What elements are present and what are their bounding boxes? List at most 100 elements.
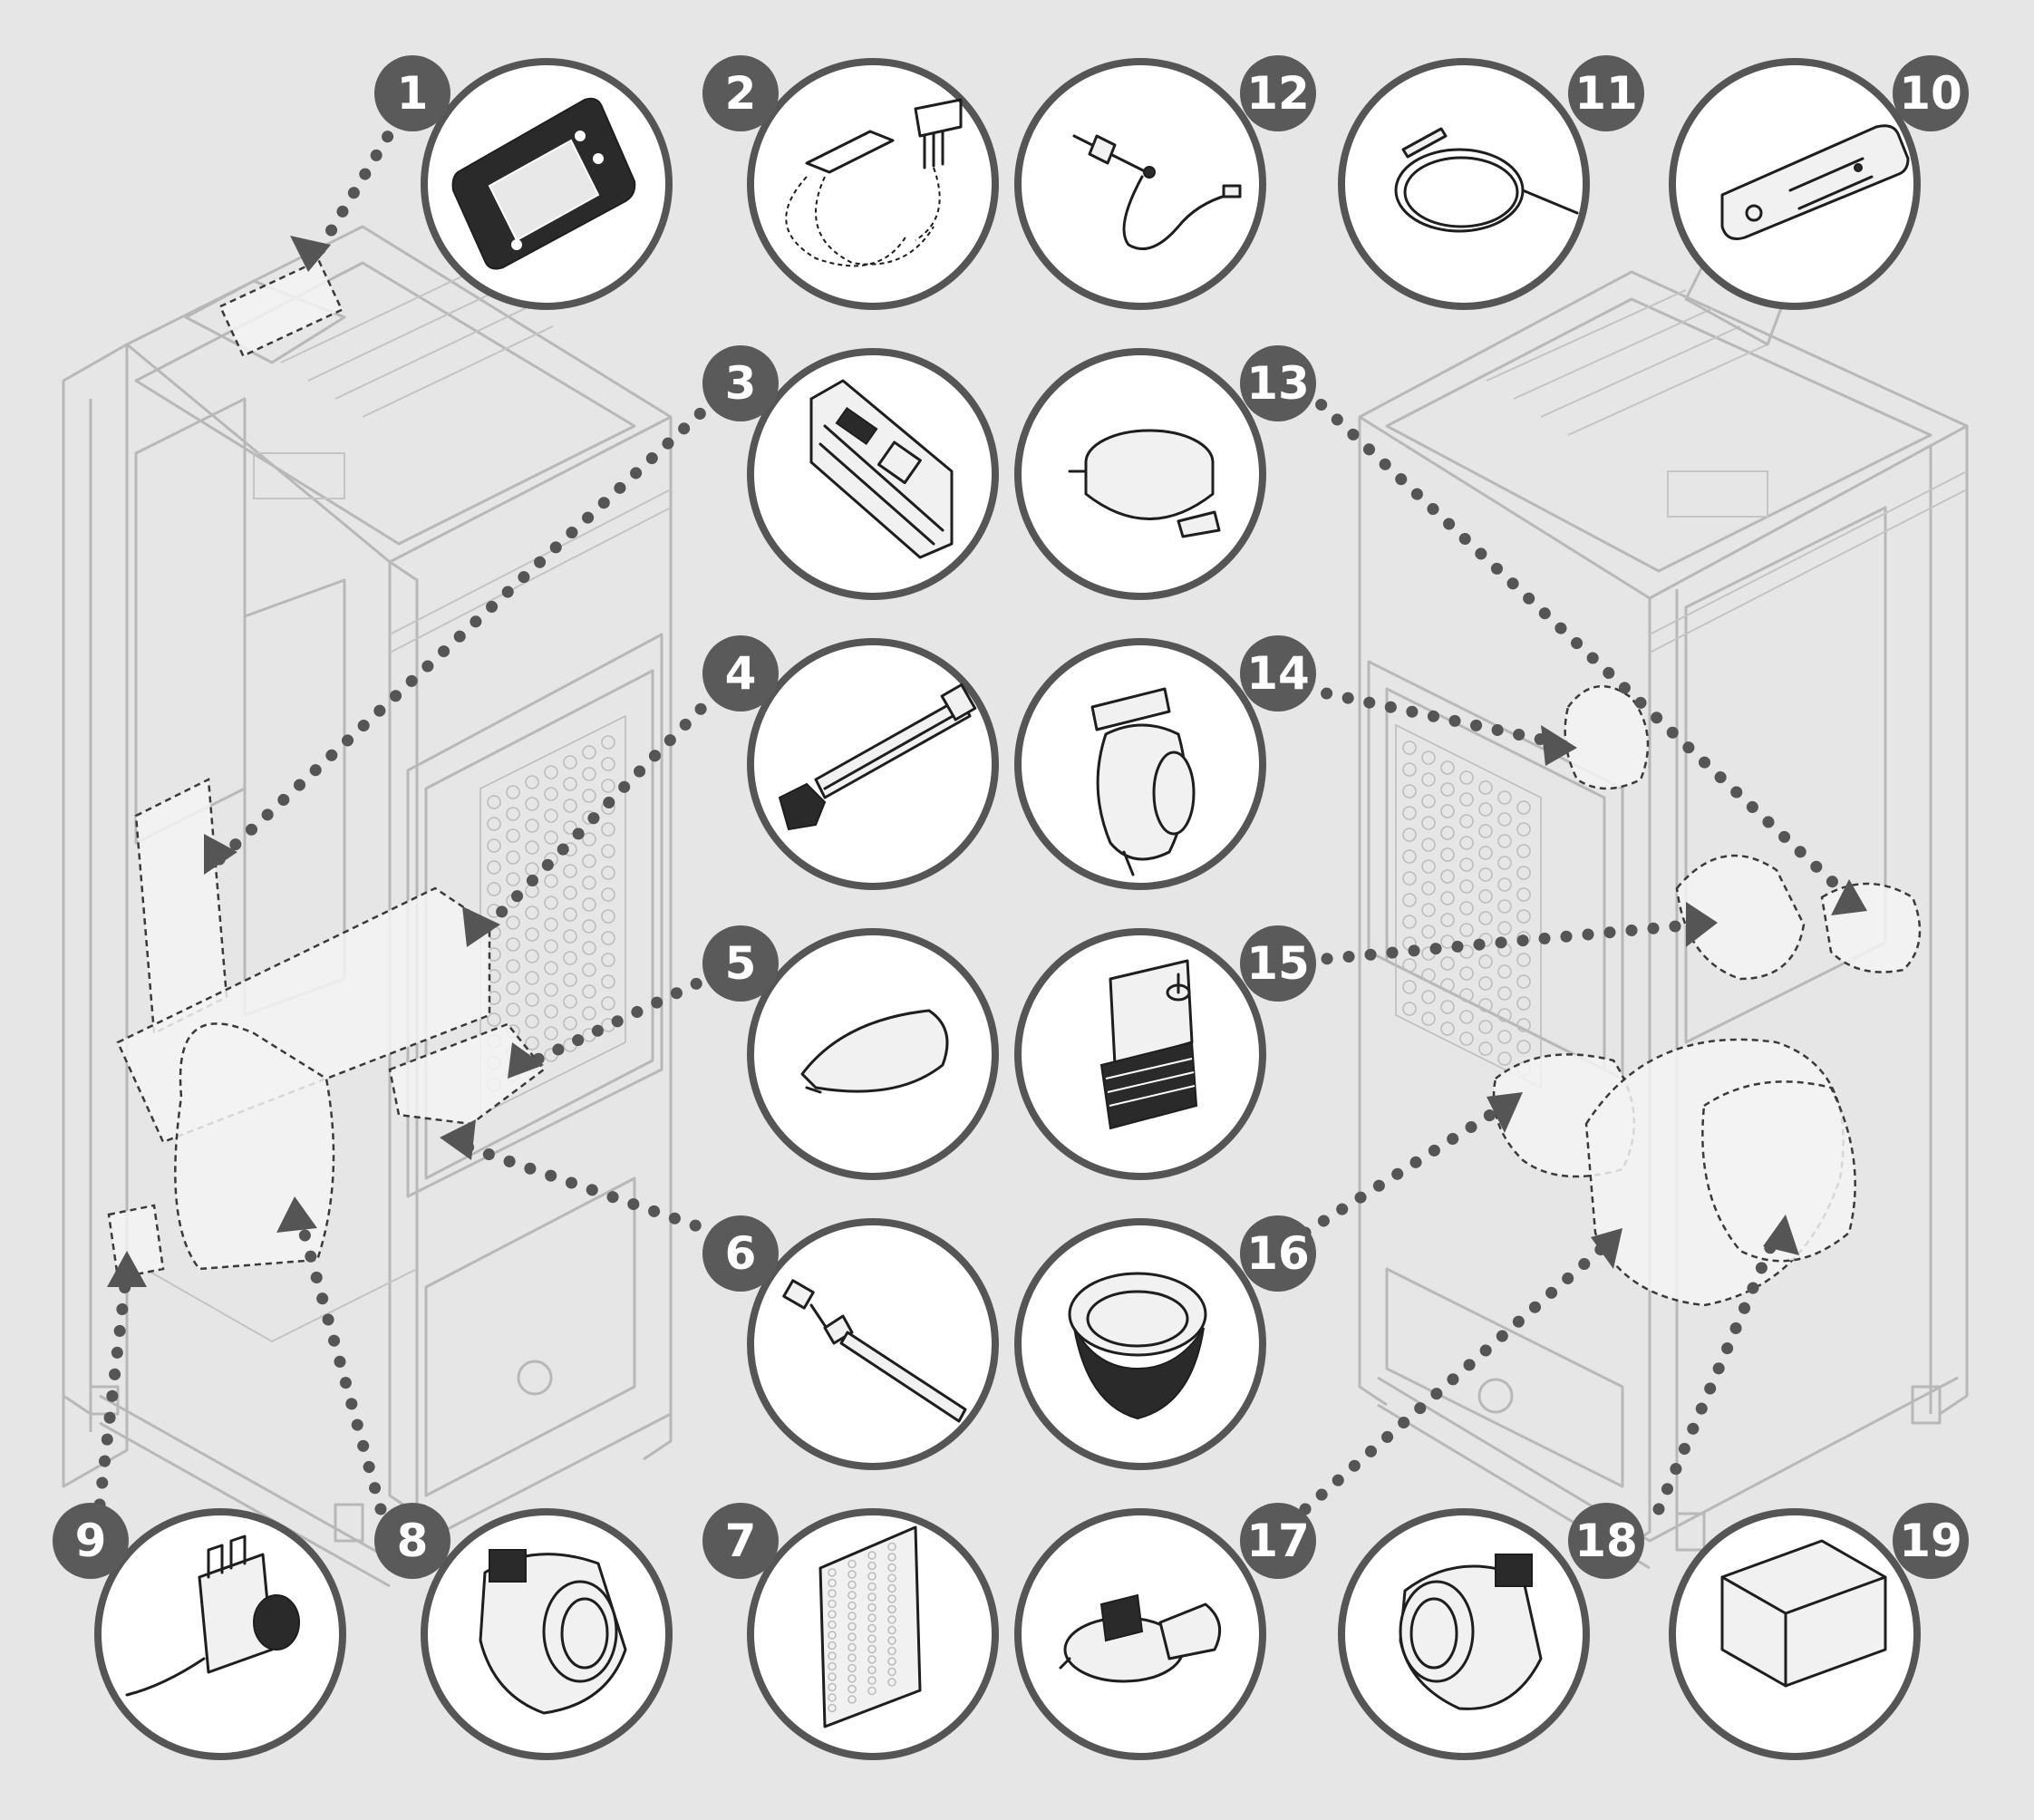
leader-9 (93, 1263, 133, 1511)
arrowhead-6 (440, 1119, 476, 1160)
perforation-hole (867, 1551, 877, 1560)
perforation-hole (544, 808, 558, 823)
perforation-hole (1440, 978, 1455, 992)
callout-11 (1338, 58, 1590, 310)
perforation-hole (525, 971, 539, 985)
badge-10: 10 (1893, 55, 1969, 131)
perforation-hole (887, 1563, 896, 1573)
ghost-components (107, 258, 1922, 1307)
badge-1-label: 1 (397, 67, 429, 120)
perforation-hole (887, 1657, 896, 1666)
perforation-hole (544, 917, 558, 932)
perforation-hole (1516, 909, 1531, 924)
perforation-hole (525, 884, 539, 898)
perforation-hole (487, 860, 501, 875)
perforation-hole (525, 1014, 539, 1029)
perforation-hole (1421, 859, 1436, 874)
perforation-hole (1440, 826, 1455, 840)
perforation-hole (1440, 782, 1455, 797)
badge-9: 9 (53, 1503, 129, 1579)
perforation-hole (1478, 802, 1493, 817)
perforation-hole (544, 895, 558, 910)
badge-13: 13 (1240, 345, 1316, 421)
perforation-hole (1478, 1041, 1493, 1056)
perforation-hole (1421, 925, 1436, 939)
leader-arrowheads (107, 236, 1867, 1287)
perforation-hole (563, 973, 577, 987)
perforation-hole (601, 844, 615, 858)
perforation-hole (1478, 824, 1493, 838)
perforation-hole (1459, 988, 1474, 1002)
perforation-hole (1459, 792, 1474, 807)
perforation-hole (544, 765, 558, 779)
perforation-hole (1440, 847, 1455, 862)
arrowhead-4 (462, 906, 500, 947)
badge-10-label: 10 (1899, 67, 1962, 120)
badge-18-label: 18 (1574, 1515, 1638, 1567)
arrowhead-9 (107, 1251, 147, 1287)
perforation-hole (828, 1610, 837, 1619)
badge-8-label: 8 (397, 1515, 429, 1567)
callout-1 (421, 58, 673, 310)
perforation-hole (1440, 891, 1455, 905)
perforation-hole (1402, 784, 1417, 799)
perforation-hole (1402, 958, 1417, 973)
perforation-hole (1402, 915, 1417, 929)
perforation-hole (848, 1591, 857, 1600)
perforation-hole (828, 1589, 837, 1598)
perforation-hole (582, 984, 596, 999)
arrowhead-3 (204, 834, 237, 875)
badge-11-label: 11 (1574, 67, 1638, 120)
perforation-hole (867, 1665, 877, 1675)
perforation-hole (1516, 866, 1531, 880)
perforation-hole (1440, 956, 1455, 971)
perforation-hole (828, 1703, 837, 1713)
perforation-hole (1459, 966, 1474, 981)
perforation-hole (1497, 921, 1512, 935)
perforation-hole (487, 838, 501, 853)
perforation-hole (582, 963, 596, 977)
perforation-hole (867, 1634, 877, 1643)
perforation-hole (544, 874, 558, 888)
leader-1 (311, 111, 405, 260)
perforation-hole (887, 1625, 896, 1635)
perforation-hole (1478, 1020, 1493, 1034)
perforation-hole (1402, 849, 1417, 864)
perforation-hole (1421, 990, 1436, 1004)
perforation-hole (867, 1655, 877, 1664)
badge-6: 6 (702, 1215, 779, 1292)
badge-15-label: 15 (1246, 937, 1310, 990)
perforation-hole (848, 1612, 857, 1621)
badge-15: 15 (1240, 925, 1316, 1002)
pressure-switch-icon (1068, 429, 1221, 538)
perforation-hole (1478, 998, 1493, 1012)
perforation-hole (1497, 899, 1512, 914)
remote-control-icon (1720, 124, 1910, 240)
perforation-hole (867, 1582, 877, 1592)
perforation-hole (487, 882, 501, 896)
callout-2 (747, 58, 999, 310)
perforation-hole (828, 1620, 837, 1630)
badge-11: 11 (1568, 55, 1644, 131)
perforation-hole (887, 1667, 896, 1677)
perforation-hole (1459, 857, 1474, 872)
perforation-hole (544, 1004, 558, 1019)
ash-drawer-icon (1720, 1539, 1887, 1688)
ghost-electronic-board (134, 778, 228, 1035)
perforation-hole (1440, 913, 1455, 927)
perforation-hole (887, 1583, 896, 1593)
perforation-hole (867, 1572, 877, 1581)
perforation-hole (601, 931, 615, 945)
badge-16: 16 (1240, 1215, 1316, 1292)
perforation-hole (848, 1663, 857, 1673)
perforation-hole (1421, 837, 1436, 852)
perforation-hole (544, 983, 558, 997)
perforation-hole (1478, 911, 1493, 925)
perforation-hole (601, 757, 615, 771)
perforation-hole (1478, 976, 1493, 991)
callout-8 (421, 1508, 673, 1760)
callout-6 (747, 1218, 999, 1470)
perforation-hole (506, 850, 520, 865)
arrowhead-18 (1763, 1215, 1799, 1255)
perforation-hole (506, 785, 520, 799)
